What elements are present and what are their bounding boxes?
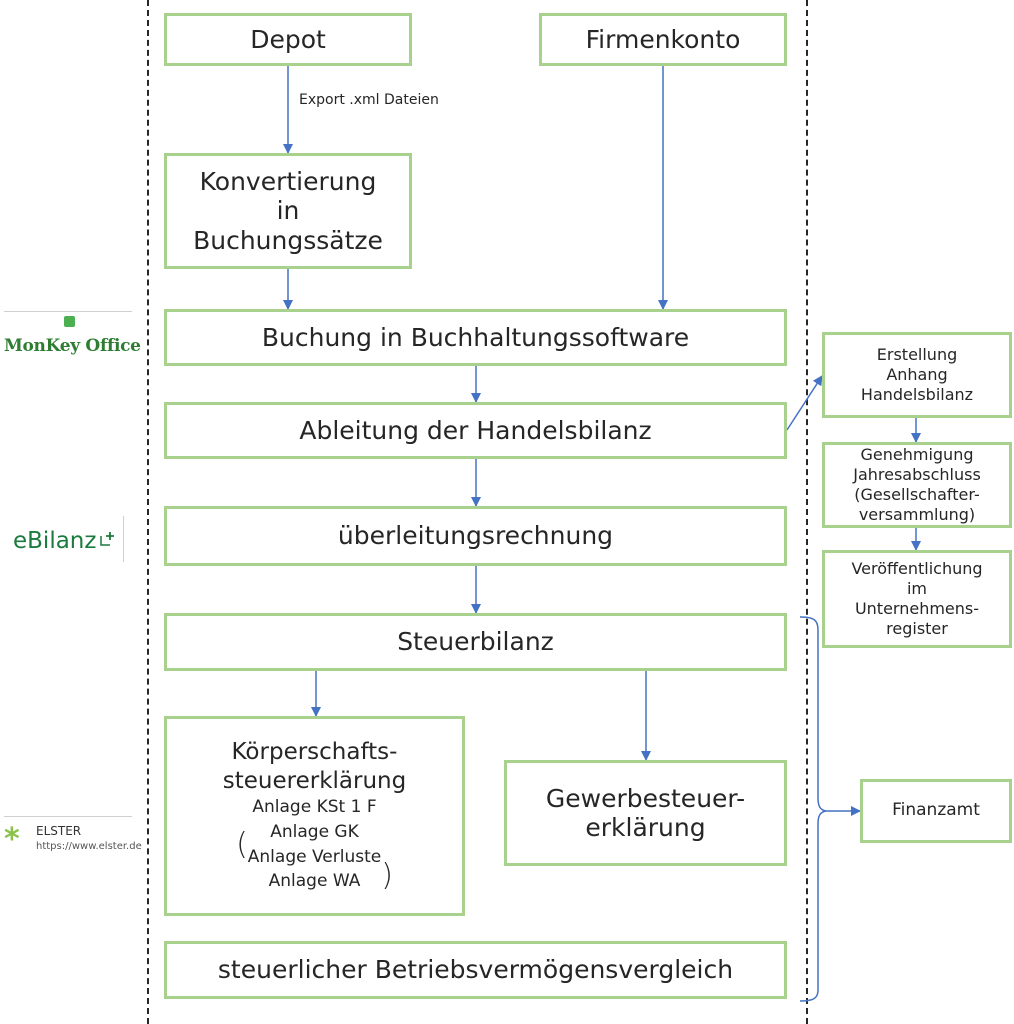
monkey-office-divider (4, 311, 132, 312)
handelsbilanz-node: Ableitung der Handelsbilanz (164, 402, 787, 459)
elster-url: https://www.elster.de (36, 841, 142, 852)
konvertierung-node: Konvertierung in Buchungssätze (164, 153, 412, 269)
genehmigung-node: Genehmigung Jahresabschluss (Gesellschaf… (822, 442, 1012, 528)
grouping-brace (799, 616, 827, 1002)
koerperschaft-title: Körperschafts- steuererklärung (222, 738, 407, 794)
right-boundary-line (806, 0, 808, 1024)
koerperschaft-open-paren: ( (236, 827, 248, 862)
depot-node: Depot (164, 13, 412, 66)
elster-star-icon: * (4, 822, 20, 857)
finanzamt-node: Finanzamt (860, 779, 1012, 843)
elster-title: ELSTER (36, 824, 82, 838)
buchung-node: Buchung in Buchhaltungssoftware (164, 309, 787, 366)
vergleich-node: steuerlicher Betriebsvermögensvergleich (164, 941, 787, 999)
koerperschaft-anlagen: Anlage KSt 1 F Anlage GK Anlage Verluste… (247, 797, 382, 892)
elster-divider (4, 816, 132, 817)
export-label: Export .xml Dateien (299, 92, 439, 108)
firmenkonto-node: Firmenkonto (539, 13, 787, 66)
veroeffentlichung-node: Veröffentlichung im Unternehmens- regist… (822, 550, 1012, 648)
gewerbe-node: Gewerbesteuer- erklärung (504, 760, 787, 866)
ebilanz-divider (123, 516, 124, 562)
monkey-office-icon (64, 316, 75, 327)
left-boundary-line (147, 0, 149, 1024)
ebilanz-logo: eBilanz (13, 528, 97, 554)
steuerbilanz-node: Steuerbilanz (164, 613, 787, 671)
koerperschaft-attachments: ( Anlage KSt 1 F Anlage GK Anlage Verlus… (236, 795, 393, 894)
koerperschaft-node: Körperschafts- steuererklärung ( Anlage … (164, 716, 465, 916)
monkey-office-logo: MonKey Office (4, 336, 141, 356)
anhang-node: Erstellung Anhang Handelsbilanz (822, 332, 1012, 418)
arrow-handelsbilanz-anhang (786, 375, 823, 431)
ebilanz-plus-icon (100, 532, 114, 546)
ueberleitung-node: überleitungsrechnung (164, 506, 787, 566)
koerperschaft-close-paren: ) (381, 857, 393, 893)
